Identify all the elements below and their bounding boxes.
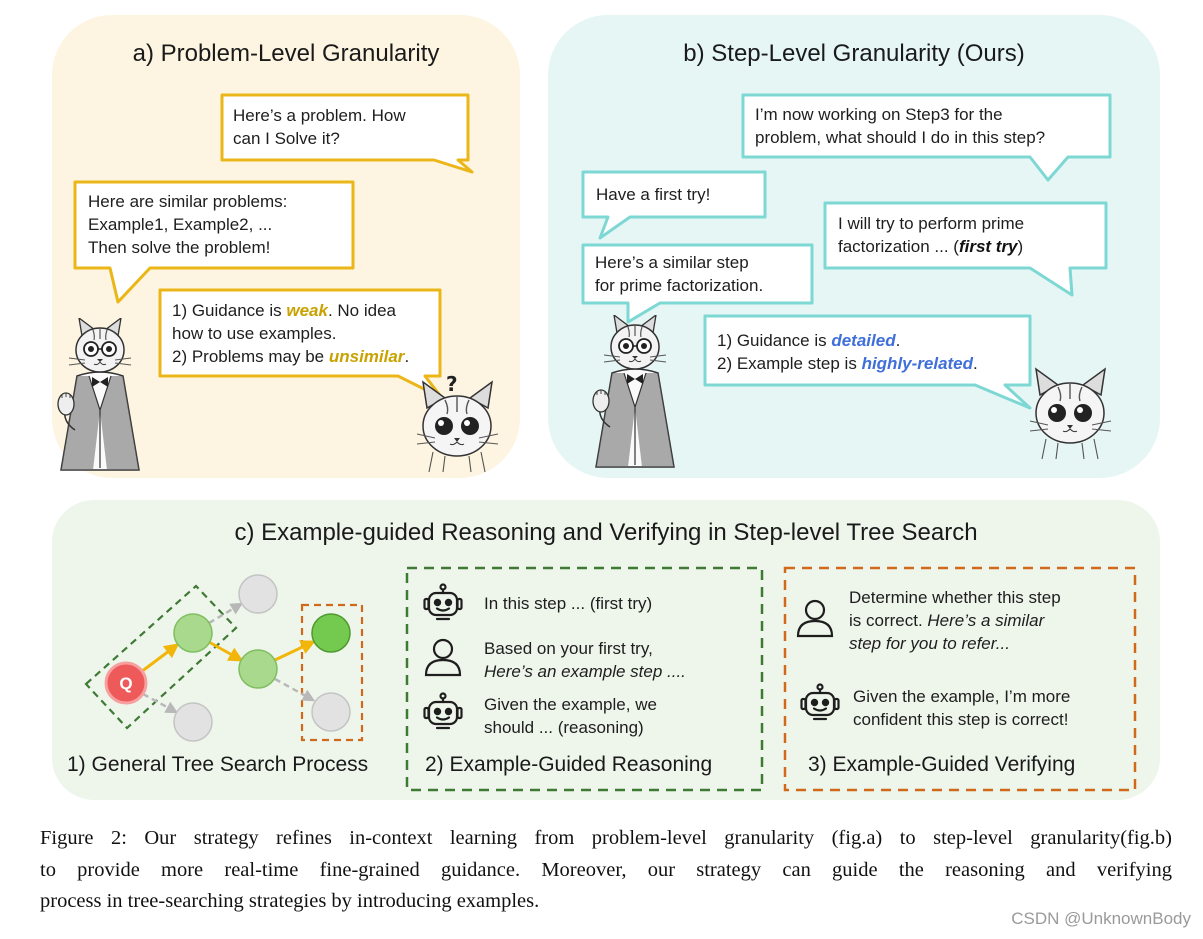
highlight-first-try: first try [958,237,1018,256]
highlight-highly-related: highly-related [861,354,974,373]
cat-professor-illustration [592,315,675,468]
highlight-weak: weak [286,301,328,320]
bubble-text-line: for prime factorization. [595,276,764,295]
speech-bubble-step-benefits [703,314,1032,410]
panel-a-title: a) Problem-Level Granularity [132,40,440,67]
verifying-step-text: is correct. Here’s a similar [849,611,1044,631]
tree-node-step3-selected [311,613,351,653]
panel-b-title: b) Step-Level Granularity (Ours) [683,40,1025,67]
text-segment: . [895,331,901,350]
bubble-text-line: Here’s a similar step [595,253,749,272]
tree-search-caption: 1) General Tree Search Process [67,753,369,776]
text-segment: 2) Example step is [717,354,862,373]
bubble-text-line: Example1, Example2, ... [88,215,273,234]
bubble-text-line: Here’s a problem. How [233,106,406,125]
unexplored-arrow-root [142,692,179,714]
bubble-text-line: how to use examples. [172,324,337,343]
verifying-step-text: confident this step is correct! [853,710,1069,729]
robot-icon [423,583,463,621]
tree-node-root [104,661,148,705]
bubble-text-line: I’m now working on Step3 for the [755,105,1003,124]
highlight-detailed: detailed [831,331,896,350]
figure-caption-line: process in tree-searching strategies by … [40,890,540,912]
speech-bubble-problem-question [220,93,474,174]
tree-node-unexplored-right [311,692,351,732]
bubble-text-line: 2) Example step is highly-related. [717,354,978,374]
tree-search-diagram: Q [84,574,364,742]
verifying-section-frame [783,566,1137,792]
reasoning-section-frame [405,566,764,792]
bubble-text-line: Then solve the problem! [88,238,271,257]
speech-bubble-problem-issues [158,288,444,400]
reasoning-step-text: should ... (reasoning) [484,718,644,737]
reasoning-step-text: Here’s an example step .... [484,662,686,681]
verifying-step-text: step for you to refer... [849,634,1010,653]
reasoning-step-text: In this step ... (first try) [484,594,653,613]
text-segment: factorization ... ( [838,237,959,256]
reasoning-highlight-frame [84,584,238,730]
text-segment: 1) Guidance is [172,301,287,320]
tree-node-root-label: Q [119,674,132,693]
figure-caption-line: Figure 2: Our strategy refines in-contex… [40,827,1172,849]
unexplored-arrow-step2 [274,677,316,702]
cat-professor-illustration [57,318,140,471]
text-segment: ) [1017,237,1024,256]
text-segment: 2) Problems may be [172,347,329,366]
panel-c-title: c) Example-guided Reasoning and Verifyin… [234,519,978,546]
bubble-text-line: factorization ... (first try) [838,237,1023,257]
verifying-step-text: Given the example, I’m more [853,687,1071,706]
text-segment: is correct. [849,611,928,630]
search-arrow-root-to-step1 [140,643,180,674]
bubble-text-line: can I Solve it? [233,129,340,148]
text-segment: 1) Guidance is [717,331,832,350]
text-segment: . No idea [327,301,396,320]
robot-icon [800,683,840,721]
cat-kitten-illustration [1029,368,1112,460]
person-icon [424,638,462,677]
speech-bubble-similar-step [581,243,814,324]
speech-bubble-similar-problems [73,180,355,304]
tree-node-step1 [173,613,213,653]
speech-bubble-step-question [741,93,1112,182]
text-segment: . [404,347,410,366]
verifying-step-text: Determine whether this step [849,588,1061,607]
bubble-text-line: 1) Guidance is weak. No idea [172,301,396,321]
reasoning-step-text: Based on your first try, [484,639,653,658]
search-arrow-step1-to-step2 [208,640,244,662]
robot-icon [423,692,463,730]
text-segment-italic: Here’s a similar [927,611,1045,630]
question-mark: ? [446,372,458,396]
verifying-highlight-frame [300,603,364,742]
figure-caption-line: to provide more real-time fine-grained g… [40,859,1172,881]
highlight-unsimilar: unsimilar [328,347,405,366]
tree-node-step2 [238,649,278,689]
bubble-text-line: I will try to perform prime [838,214,1025,233]
verifying-caption: 3) Example-Guided Verifying [808,753,1076,776]
bubble-text-line: Have a first try! [596,185,711,204]
bubble-text-line: problem, what should I do in this step? [755,128,1046,147]
reasoning-step-text: Given the example, we [484,695,657,714]
bubble-text-line: Here are similar problems: [88,192,288,211]
text-segment: . [973,354,978,373]
unexplored-arrow-step1 [208,602,244,625]
tree-node-unexplored-bottom [173,702,213,742]
reasoning-caption: 2) Example-Guided Reasoning [425,753,713,776]
search-arrow-step2-to-step3 [274,640,316,662]
bubble-text-line: 1) Guidance is detailed. [717,331,900,351]
watermark: CSDN @UnknownBody [1011,909,1191,928]
speech-bubble-first-try-hint [581,170,767,240]
speech-bubble-first-try-attempt [823,201,1108,297]
person-icon [796,599,834,638]
bubble-text-line: 2) Problems may be unsimilar. [172,347,409,367]
tree-node-unexplored-top [238,574,278,614]
